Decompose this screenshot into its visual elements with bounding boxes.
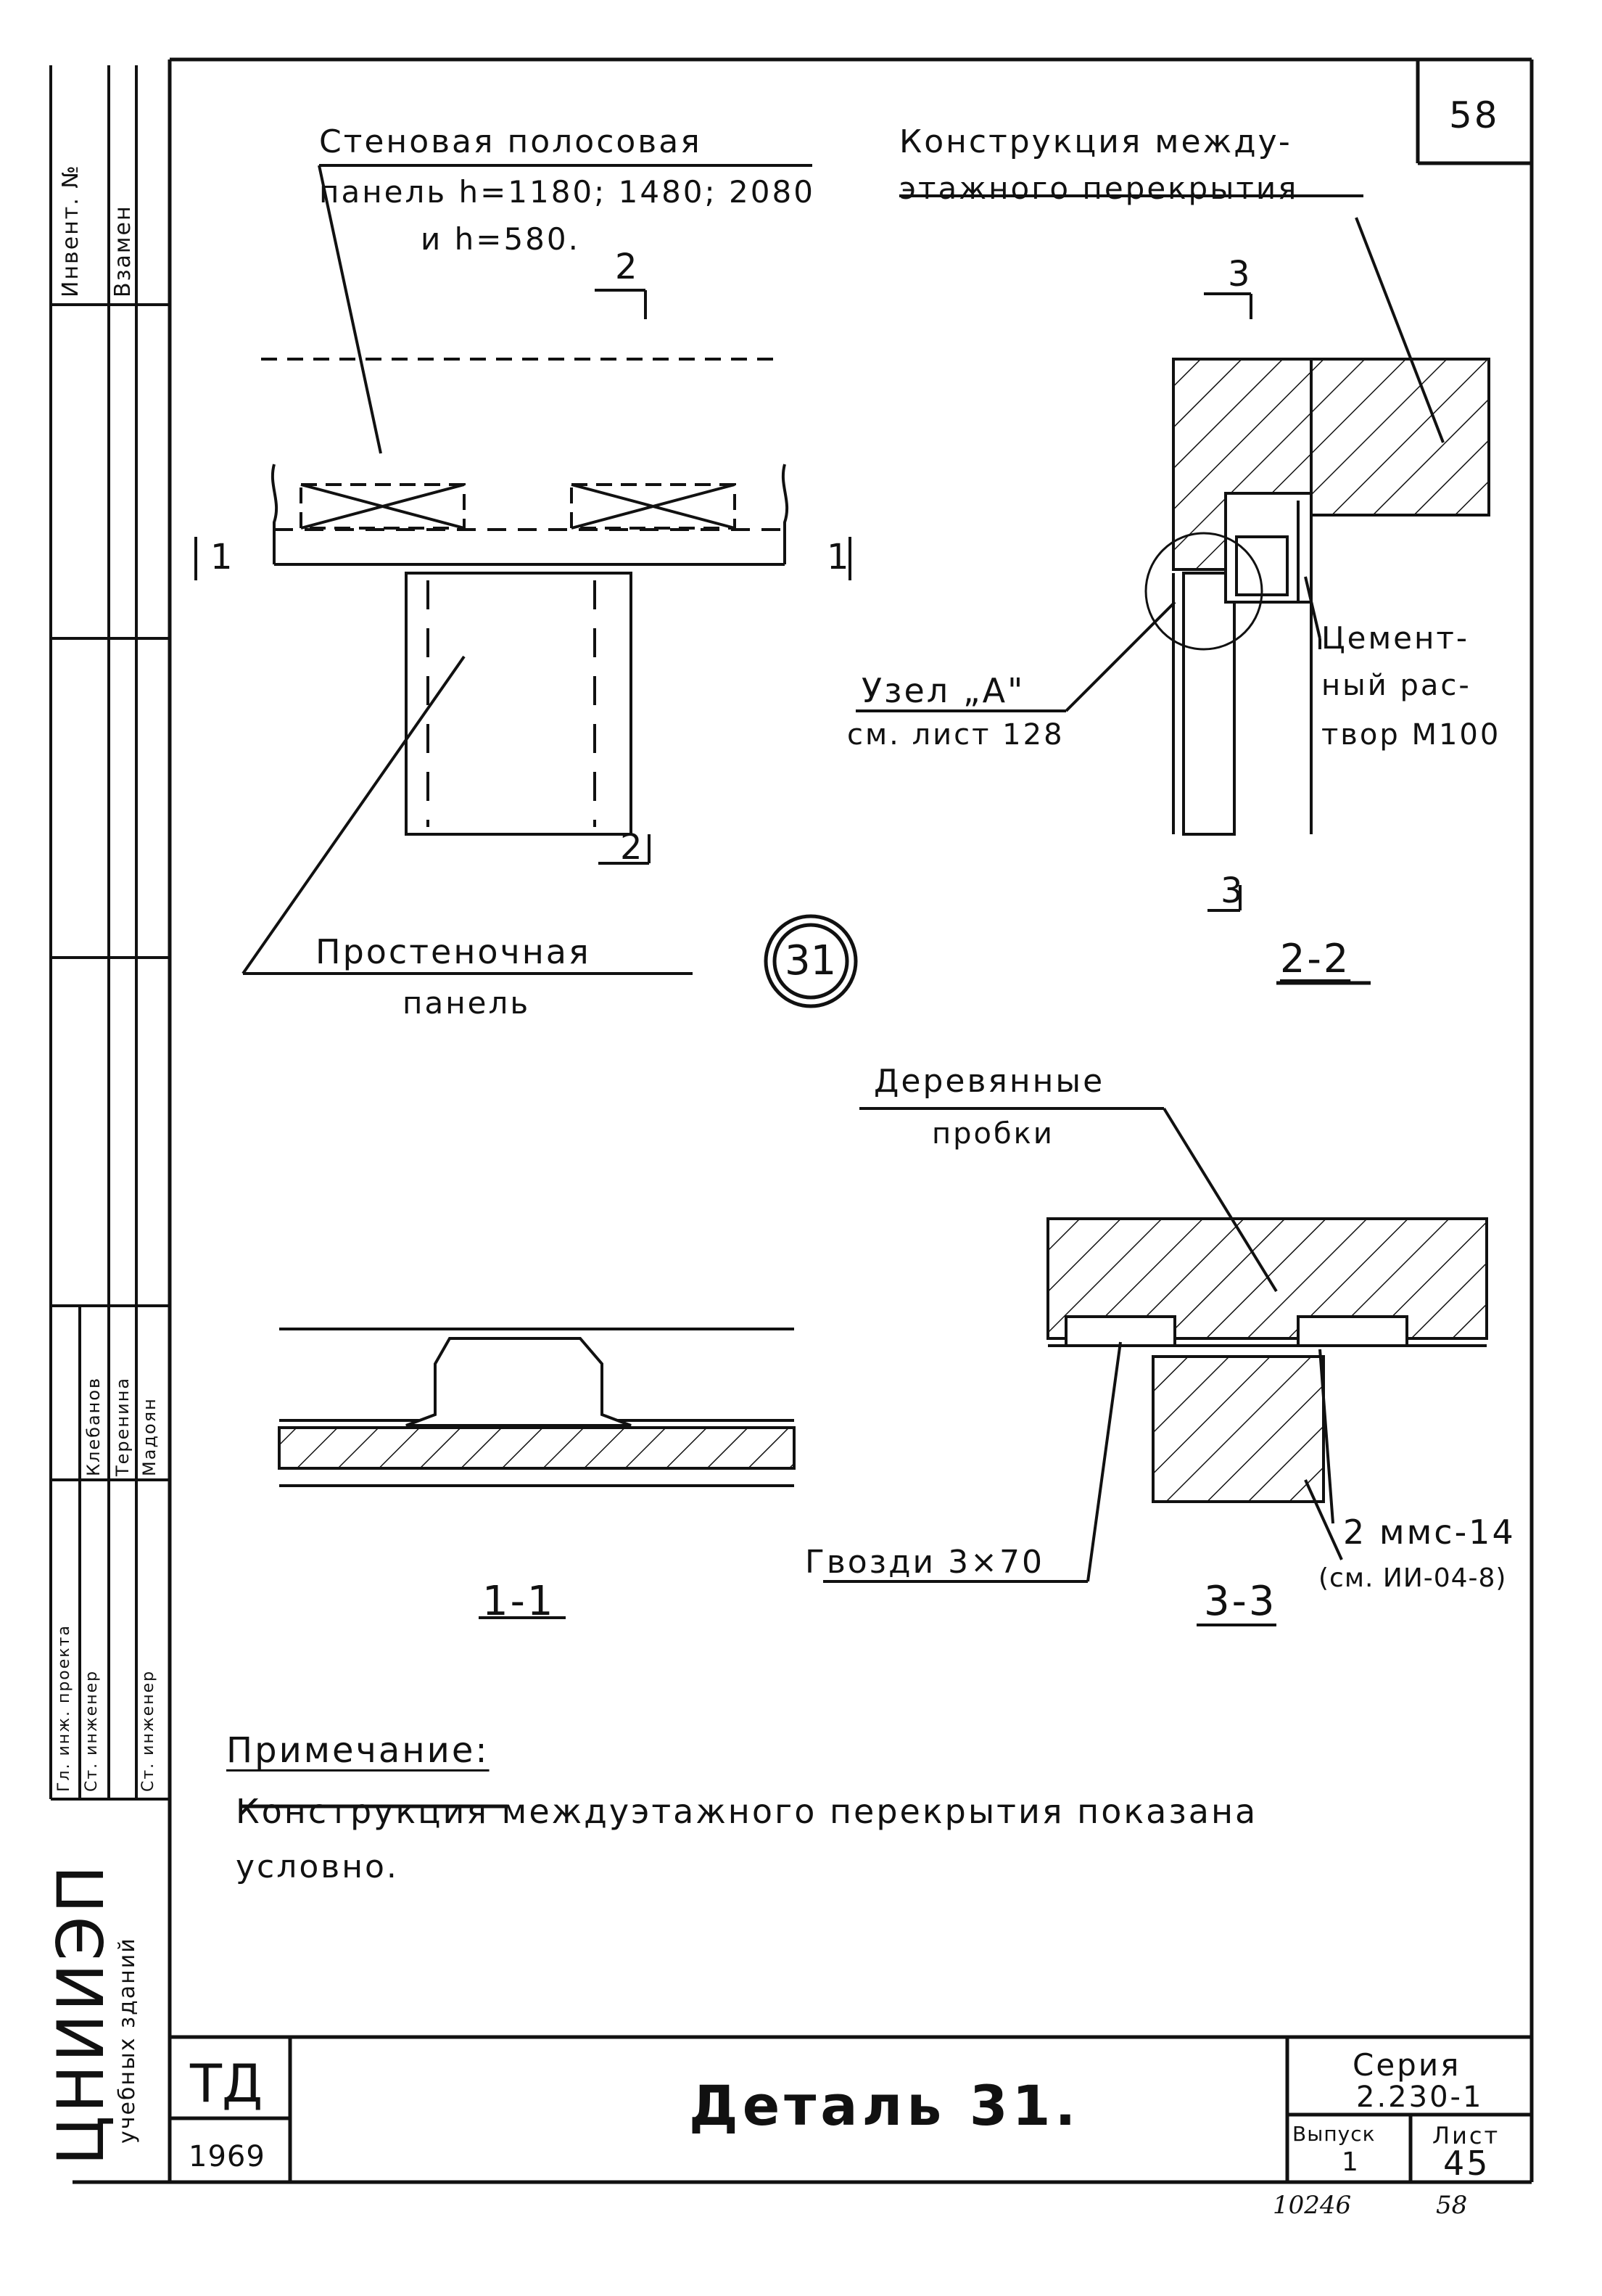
stamp-org-subtitle: учебных зданий	[115, 1937, 140, 2144]
stamp-replaced: Взамен	[110, 205, 136, 297]
mmc-label-2: (см. ИИ-04-8)	[1318, 1563, 1507, 1593]
title-block-frame	[168, 2037, 1532, 2182]
wall-strip-panel-label-1: Стеновая полосовая	[319, 123, 702, 160]
wall-strip-panel-label-2: панель h=1180; 1480; 2080	[319, 174, 815, 210]
stamp-role-senior-1: Ст. инженер	[83, 1669, 101, 1792]
year: 1969	[189, 2140, 265, 2173]
title-underlines	[239, 981, 1371, 1809]
corner-sheet-number: 58	[1449, 94, 1500, 136]
note-line-2: условно.	[236, 1848, 399, 1885]
section-mark-3-bottom: 3	[1221, 871, 1245, 911]
section-2-2	[856, 194, 1490, 912]
pier-panel-label-2: панель	[402, 985, 531, 1021]
section-3-3	[823, 1107, 1488, 1626]
td-mark: ТД	[190, 2053, 263, 2114]
note-heading: Примечание:	[226, 1730, 490, 1771]
series-value: 2.230-1	[1356, 2081, 1484, 2114]
floor-structure-label-1: Конструкция междy-	[899, 123, 1292, 160]
sheet-value: 45	[1443, 2144, 1490, 2183]
wall-strip-panel-label-3: и h=580.	[421, 221, 580, 257]
section-mark-1-right: 1	[827, 537, 851, 577]
cement-label-3: твор М100	[1321, 718, 1501, 752]
node-a-label-2: см. лист 128	[847, 718, 1065, 752]
cement-label-1: Цемент-	[1321, 620, 1470, 656]
archive-sheet: 58	[1436, 2191, 1468, 2220]
wood-plugs-label-2: пробки	[932, 1117, 1054, 1151]
pier-panel-label-1: Простеночная	[315, 932, 591, 971]
section-mark-1-left: 1	[210, 537, 235, 577]
mmc-label-1: 2 ммс-14	[1343, 1513, 1516, 1552]
stamp-role-chief: Гл. инж. проекта	[55, 1624, 73, 1792]
wood-plugs-label-1: Деревянные	[874, 1063, 1105, 1100]
plan-view	[194, 164, 851, 975]
section-mark-2-bottom: 2	[620, 827, 645, 868]
stamp-name-2: Теренина	[112, 1376, 133, 1476]
stamp-name-1: Клебанов	[83, 1376, 104, 1476]
sheet-label: Лист	[1432, 2122, 1500, 2149]
section-title-2-2: 2-2	[1280, 936, 1351, 982]
issue-value: 1	[1342, 2147, 1361, 2177]
sheet-frame	[73, 57, 1534, 2184]
section-title-3-3: 3-3	[1204, 1578, 1277, 1625]
drawing-title: Деталь 31.	[689, 2073, 1081, 2138]
side-stamp-frame	[49, 65, 170, 1801]
stamp-role-senior-2: Ст. инженер	[139, 1669, 157, 1792]
stamp-name-3: Мадоян	[139, 1397, 160, 1476]
stamp-inventory-number: Инвент. №	[58, 164, 83, 297]
stamp-org-name: ЦНИИЭП	[44, 1862, 118, 2165]
note-line-1: Конструкция междуэтажного перекрытия пок…	[236, 1792, 1258, 1831]
series-label: Серия	[1353, 2047, 1461, 2083]
detail-number-circle	[764, 914, 858, 1008]
section-title-1-1: 1-1	[482, 1578, 556, 1625]
issue-label: Выпуск	[1292, 2122, 1376, 2146]
node-a-label-1: Узел „А"	[862, 671, 1025, 710]
section-1-1	[278, 1328, 796, 1619]
detail-number: 31	[785, 937, 837, 984]
section-mark-2-top: 2	[615, 247, 640, 287]
section-mark-3-top: 3	[1228, 254, 1252, 295]
cement-label-2: ный рас-	[1321, 669, 1471, 702]
floor-structure-label-2: этажного перекрытия	[899, 170, 1299, 206]
nails-label: Гвозди 3×70	[805, 1544, 1044, 1581]
archive-number: 10246	[1273, 2191, 1352, 2220]
